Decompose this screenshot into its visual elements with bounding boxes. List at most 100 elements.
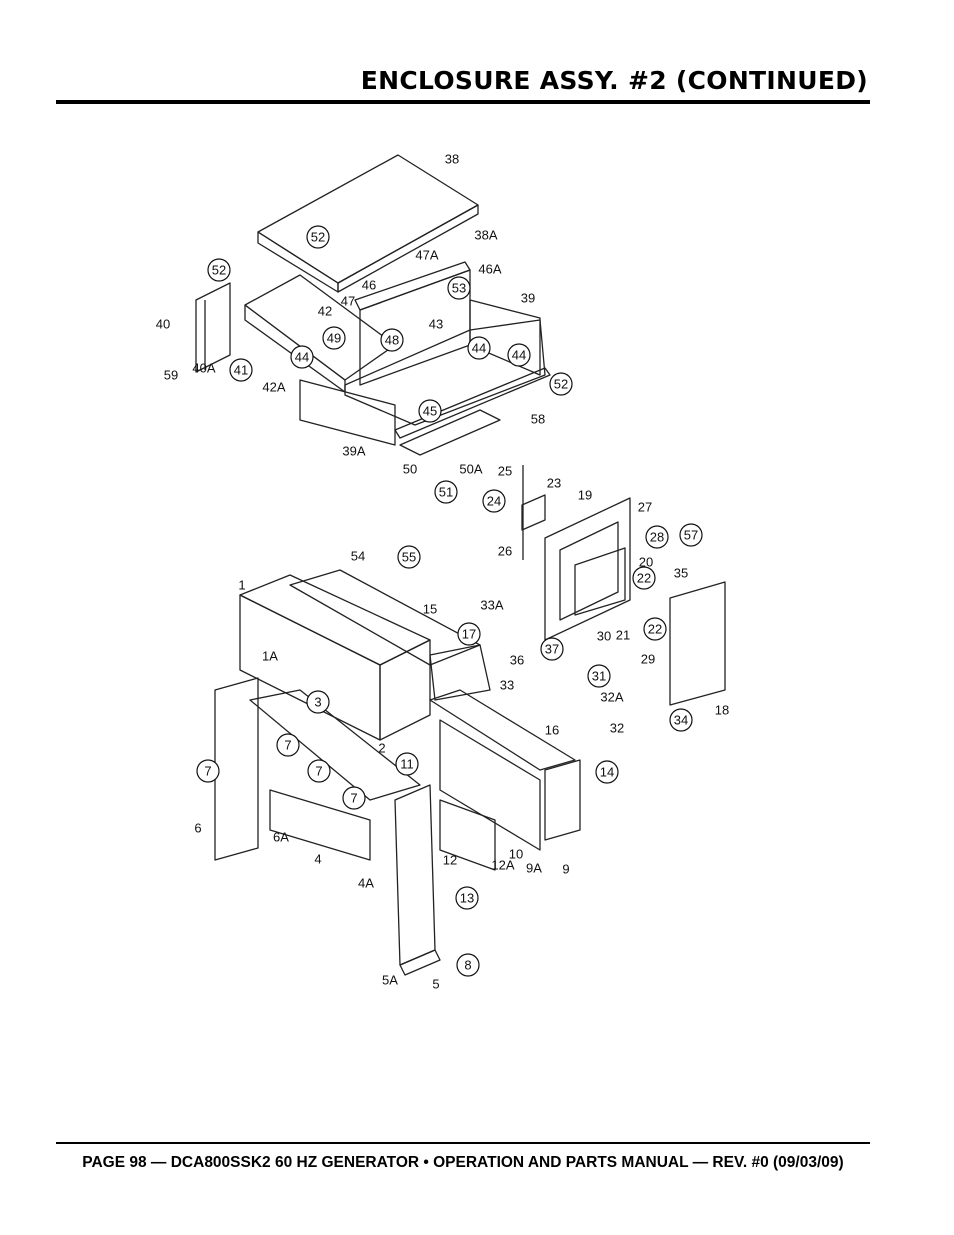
callout-label-3: 3 (314, 694, 321, 709)
callout-circle-57 (679, 523, 703, 547)
part-label-19: 19 (578, 487, 592, 502)
part-label-59: 59 (164, 367, 178, 382)
callout-circle-28 (645, 525, 669, 549)
part-label-5: 5 (432, 976, 439, 991)
callout-circle-22 (643, 617, 667, 641)
part-label-9: 9 (562, 861, 569, 876)
footer-text: PAGE 98 — DCA800SSK2 60 HZ GENERATOR • O… (82, 1154, 844, 1171)
callout-circle-52 (207, 258, 231, 282)
callout-circle-55 (397, 545, 421, 569)
part-label-47: 47 (341, 293, 355, 308)
part-label-54: 54 (351, 548, 365, 563)
callout-circle-37 (540, 637, 564, 661)
part-label-6: 6 (194, 820, 201, 835)
callout-circle-11 (395, 752, 419, 776)
part-label-58: 58 (531, 411, 545, 426)
callout-circle-7 (196, 759, 220, 783)
part-label-25: 25 (498, 463, 512, 478)
part-label-5A: 5A (382, 972, 398, 987)
part-label-40: 40 (156, 316, 170, 331)
part-label-20: 20 (639, 554, 653, 569)
part-label-23: 23 (547, 475, 561, 490)
callout-label-57: 57 (684, 527, 698, 542)
callout-label-34: 34 (674, 712, 688, 727)
part-label-42A: 42A (262, 379, 285, 394)
part-label-30: 30 (597, 628, 611, 643)
callout-label-8: 8 (464, 957, 471, 972)
title-rule (56, 100, 870, 104)
part-label-39: 39 (521, 290, 535, 305)
part-label-39A: 39A (342, 443, 365, 458)
part-label-2: 2 (378, 740, 385, 755)
callout-label-31: 31 (592, 668, 606, 683)
part-label-35: 35 (674, 565, 688, 580)
part-label-46: 46 (362, 277, 376, 292)
part-label-43: 43 (429, 316, 443, 331)
callout-label-48: 48 (385, 332, 399, 347)
part-label-1A: 1A (262, 648, 278, 663)
callout-label-7: 7 (204, 763, 211, 778)
part-label-1: 1 (238, 577, 245, 592)
callout-circle-3 (306, 690, 330, 714)
part-label-21: 21 (616, 627, 630, 642)
part-label-32A: 32A (600, 689, 623, 704)
callout-label-7: 7 (315, 763, 322, 778)
part-label-4: 4 (314, 851, 321, 866)
part-label-26: 26 (498, 543, 512, 558)
callout-circle-31 (587, 664, 611, 688)
callout-circle-7 (342, 786, 366, 810)
part-label-33A: 33A (480, 597, 503, 612)
callout-circle-17 (457, 622, 481, 646)
part-label-38: 38 (445, 151, 459, 166)
callout-label-7: 7 (350, 790, 357, 805)
part-label-33: 33 (500, 677, 514, 692)
callout-circle-41 (229, 358, 253, 382)
callout-circle-22 (632, 566, 656, 590)
callout-circle-53 (447, 276, 471, 300)
callout-label-44: 44 (472, 340, 486, 355)
callout-label-44: 44 (512, 347, 526, 362)
part-label-27: 27 (638, 499, 652, 514)
part-label-38A: 38A (474, 227, 497, 242)
callout-label-17: 17 (462, 626, 476, 641)
part-label-50: 50 (403, 461, 417, 476)
callout-circle-45 (418, 399, 442, 423)
callout-circle-44 (507, 343, 531, 367)
part-label-42: 42 (318, 303, 332, 318)
callout-label-45: 45 (423, 403, 437, 418)
callout-circle-52 (306, 225, 330, 249)
page-title: ENCLOSURE ASSY. #2 (CONTINUED) (360, 66, 868, 95)
part-label-46A: 46A (478, 261, 501, 276)
callout-label-13: 13 (460, 890, 474, 905)
callout-label-51: 51 (439, 484, 453, 499)
part-label-16: 16 (545, 722, 559, 737)
callout-label-11: 11 (400, 756, 414, 771)
callout-circle-44 (467, 336, 491, 360)
footer-rule (56, 1142, 870, 1144)
part-label-10: 10 (509, 846, 523, 861)
callout-label-52: 52 (554, 376, 568, 391)
callout-circle-44 (290, 345, 314, 369)
callout-circle-7 (276, 733, 300, 757)
callout-circle-48 (380, 328, 404, 352)
callout-circle-51 (434, 480, 458, 504)
part-label-29: 29 (641, 651, 655, 666)
callout-label-52: 52 (311, 229, 325, 244)
callout-label-52: 52 (212, 262, 226, 277)
callout-circle-34 (669, 708, 693, 732)
part-label-15: 15 (423, 601, 437, 616)
callout-label-22: 22 (648, 621, 662, 636)
callout-circle-52 (549, 372, 573, 396)
callout-label-28: 28 (650, 529, 664, 544)
part-label-32: 32 (610, 720, 624, 735)
callout-label-14: 14 (600, 764, 614, 779)
callout-label-49: 49 (327, 330, 341, 345)
callout-label-44: 44 (295, 349, 309, 364)
part-label-50A: 50A (459, 461, 482, 476)
part-label-40A: 40A (192, 360, 215, 375)
callout-circle-13 (455, 886, 479, 910)
part-label-9A: 9A (526, 860, 542, 875)
callout-label-24: 24 (487, 493, 501, 508)
callout-label-53: 53 (452, 280, 466, 295)
